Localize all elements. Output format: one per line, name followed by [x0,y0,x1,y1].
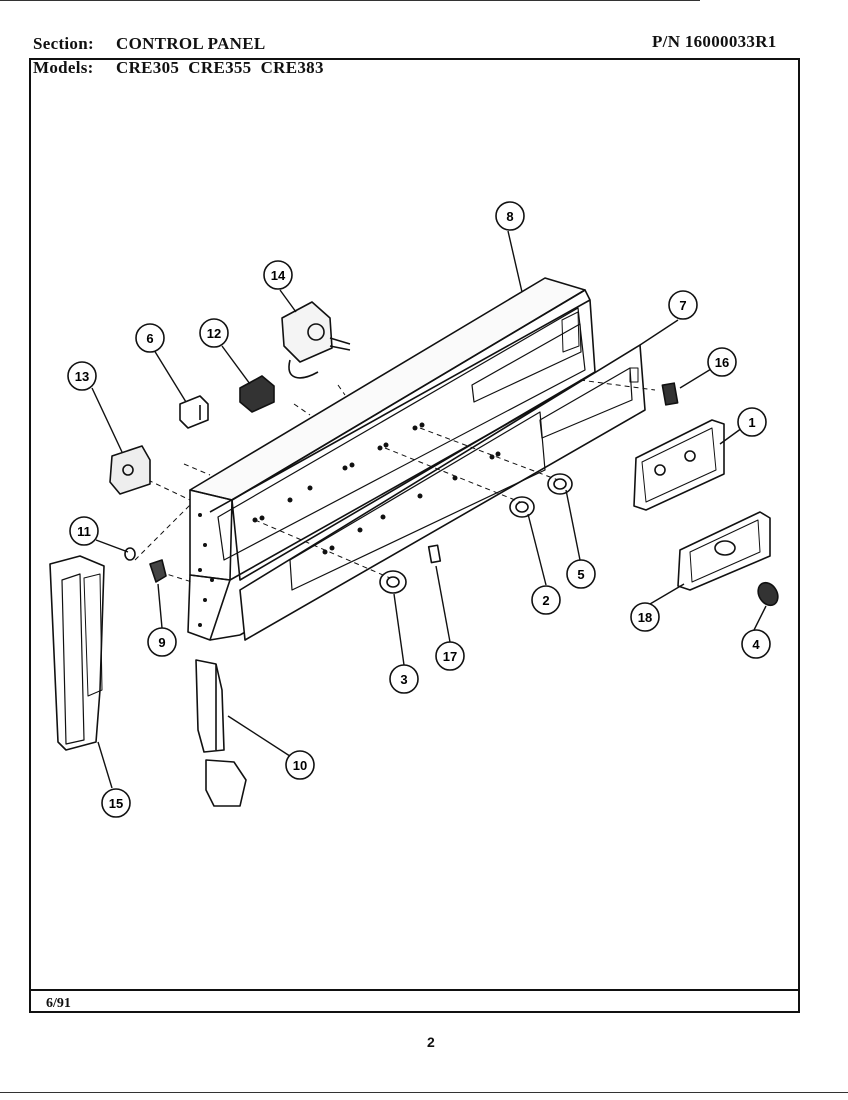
switch-12 [239,375,275,413]
knob-2 [509,496,535,518]
callout-1: 1 [737,407,767,437]
callout-14-label: 14 [271,268,286,283]
callouts: 8 7 16 1 14 12 6 13 11 9 10 15 3 17 2 5 … [67,201,771,818]
callout-16: 16 [707,347,737,377]
knob-4 [757,581,779,607]
callout-18-label: 18 [638,610,652,625]
callout-6-label: 6 [146,331,153,346]
callout-6: 6 [135,323,165,353]
panel-holes [198,422,501,627]
callout-16-label: 16 [715,355,729,370]
callout-9-label: 9 [158,635,165,650]
callout-4-label: 4 [752,637,760,652]
callout-10-label: 10 [293,758,307,773]
footer-divider [29,989,800,991]
callout-17: 17 [435,641,465,671]
callout-18: 18 [630,602,660,632]
callout-15: 15 [101,788,131,818]
callout-13: 13 [67,361,97,391]
callout-3: 3 [389,664,419,694]
screw-17 [427,544,442,564]
top-rule [0,0,700,1]
callout-8: 8 [495,201,525,231]
callout-11-label: 11 [77,524,91,539]
callout-2-label: 2 [542,593,549,608]
diagram-frame [29,58,800,1013]
switch-13 [109,445,151,495]
callout-4: 4 [741,629,771,659]
page-number: 2 [427,1034,435,1050]
knob-3 [379,570,407,594]
callout-9: 9 [147,627,177,657]
callout-1-label: 1 [748,415,755,430]
lens-16 [661,382,679,406]
clock-1 [633,419,725,511]
bracket-18 [677,511,771,591]
callout-2: 2 [531,585,561,615]
leader-lines [91,230,767,789]
callout-17-label: 17 [443,649,457,664]
callout-14: 14 [263,260,293,290]
end-cap-15 [49,555,105,751]
models-label: Models: [33,58,94,77]
revision-date: 6/91 [46,996,71,1011]
callout-3-label: 3 [400,672,407,687]
bottom-rule [0,1092,848,1093]
callout-8-label: 8 [506,209,513,224]
socket-9 [149,559,167,583]
callout-7: 7 [668,290,698,320]
callout-12-label: 12 [207,326,221,341]
callout-5-label: 5 [577,567,584,582]
callout-7-label: 7 [679,298,686,313]
callout-11: 11 [69,516,99,546]
timer-14 [281,301,351,379]
dashed-guides [134,379,656,583]
callout-13-label: 13 [75,369,89,384]
section-title: CONTROL PANEL [116,34,266,53]
bracket-10 [195,659,247,807]
control-panel-trim [239,344,646,641]
component-6 [179,395,209,429]
callout-5: 5 [566,559,596,589]
callout-12: 12 [199,318,229,348]
models-list: CRE305 CRE355 CRE383 [116,58,324,77]
callout-15-label: 15 [109,796,123,811]
knob-5 [547,473,573,495]
callout-10: 10 [285,750,315,780]
section-label: Section: [33,34,94,53]
lamp-11 [124,547,136,561]
part-number: P/N 16000033R1 [652,32,777,51]
